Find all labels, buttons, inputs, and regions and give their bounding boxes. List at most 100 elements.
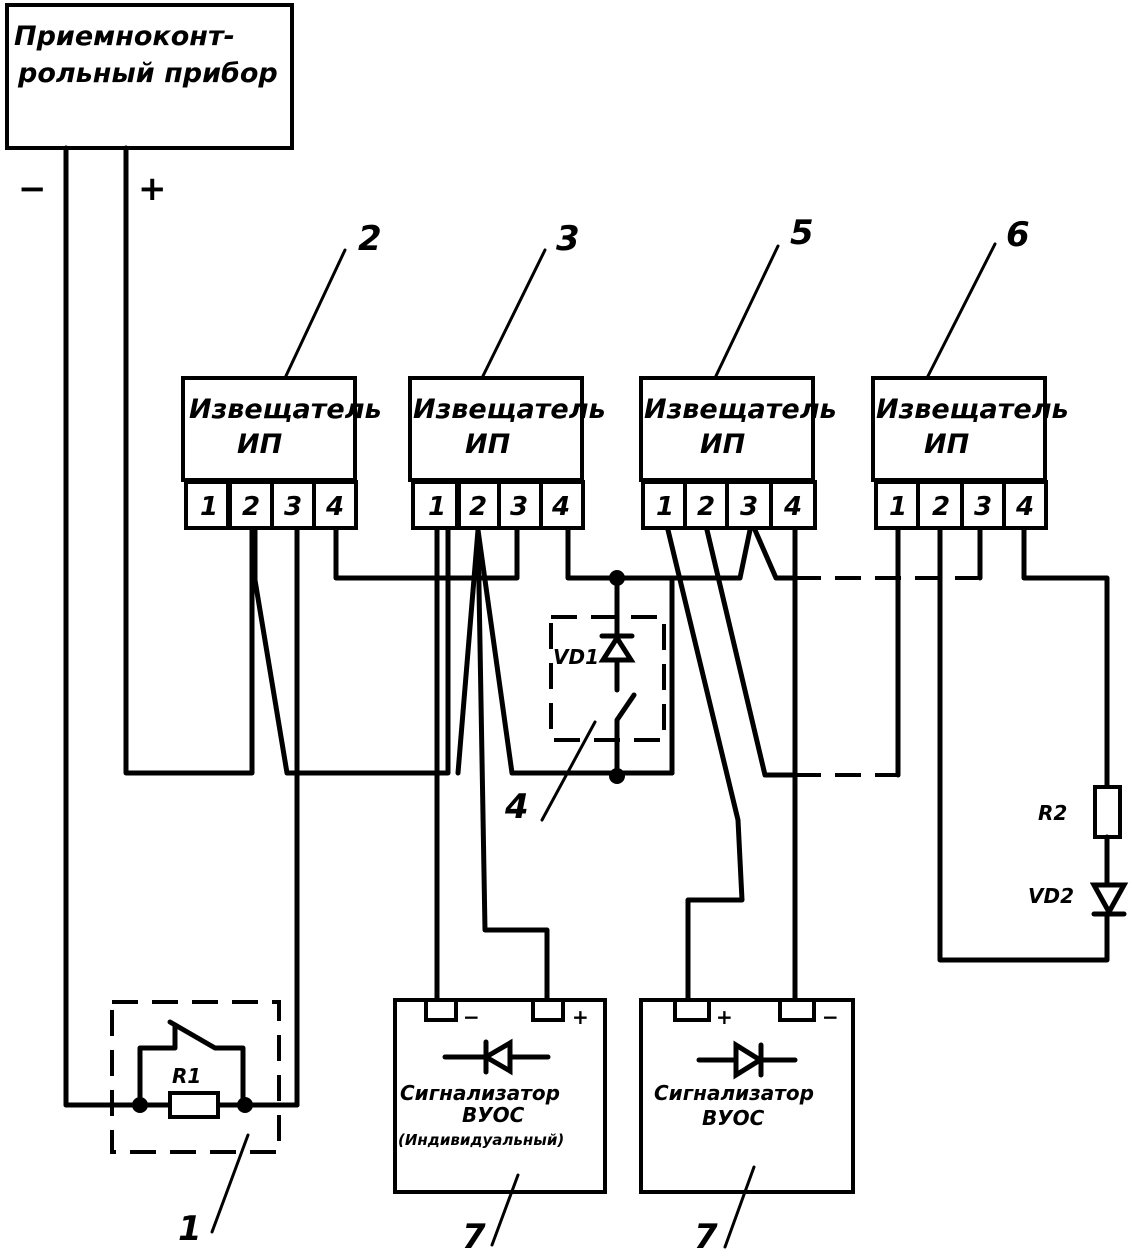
pin-3 — [497, 480, 543, 530]
signaler-label: Сигнализатор — [400, 1081, 560, 1105]
wire-det3-pin2-left — [455, 527, 481, 776]
plus-terminal-label: + — [138, 169, 167, 209]
pin-4-label: 4 — [551, 492, 570, 522]
end-of-line-block-1: R1 1 — [63, 1000, 300, 1249]
vd1-label: VD1 — [553, 645, 599, 669]
end-of-line-ref: 1 — [178, 1209, 202, 1249]
pin-4 — [312, 480, 358, 530]
terminal-left-polarity: + — [716, 1005, 733, 1029]
detector-ref-3: 3 — [556, 219, 580, 259]
wire-det6-pin4 — [1021, 527, 1110, 790]
vd2-label: VD2 — [1028, 884, 1074, 908]
wire-minus — [63, 145, 143, 1108]
minus-terminal-label: − — [18, 169, 47, 209]
detector-label: Извещатель — [644, 394, 837, 425]
pin-3-label: 3 — [510, 492, 528, 522]
wire-det3-pin4 — [565, 527, 670, 581]
r1-resistor-icon — [168, 1091, 220, 1119]
detector-label: Извещатель — [413, 394, 606, 425]
signaler-7-individual: − + Сигнализатор ВУОС (Индивидуальный) 7 — [393, 998, 607, 1257]
signaler-terminal-left — [424, 998, 458, 1022]
wire-det2-pin2 — [252, 527, 451, 776]
signaler-ref: 7 — [462, 1217, 486, 1257]
control-panel-label-line2: рольный прибор — [17, 58, 278, 89]
vd1-diode-icon — [598, 633, 636, 663]
leader-line-6 — [925, 242, 997, 380]
pin-4 — [539, 480, 585, 530]
detector-2: 2 Извещатель ИП 1 2 3 4 — [181, 219, 382, 530]
signaler-sublabel: ВУОС — [462, 1103, 525, 1127]
pin-4 — [769, 480, 817, 530]
diode-module-boundary — [549, 615, 666, 742]
control-panel: Приемноконт- рольный прибор − + — [5, 3, 294, 209]
pin-3-label: 3 — [284, 492, 302, 522]
detector-sublabel: ИП — [237, 429, 283, 460]
signaler-sublabel: ВУОС — [702, 1106, 765, 1130]
detector-ref-5: 5 — [790, 213, 814, 253]
detector-sublabel: ИП — [700, 429, 746, 460]
leader-line-7 — [723, 1165, 756, 1249]
switch-contact-icon — [167, 1019, 246, 1108]
leader-line-2 — [283, 248, 347, 380]
pin-2 — [916, 480, 964, 530]
signaler-terminal-right — [778, 998, 816, 1022]
leader-line-3 — [480, 248, 547, 380]
detector-6: 6 Извещатель ИП 1 2 3 4 — [871, 215, 1069, 530]
vd2-diode-icon — [1089, 882, 1129, 918]
signaler-type-label: (Индивидуальный) — [398, 1131, 564, 1149]
pin-1-label: 1 — [200, 492, 218, 522]
wire-det2-pin4 — [333, 527, 520, 581]
detector-label: Извещатель — [876, 394, 1069, 425]
detector-sublabel: ИП — [465, 429, 511, 460]
terminator: R2 VD2 — [1028, 785, 1129, 918]
pin-1-label: 1 — [656, 492, 674, 522]
wire-det6-pin2 — [937, 527, 1110, 963]
terminal-right-polarity: − — [822, 1005, 839, 1029]
signaler-terminal-right — [531, 998, 565, 1022]
pin-2-label: 2 — [242, 492, 260, 522]
signaler-box — [393, 998, 607, 1194]
detector-label: Извещатель — [189, 394, 382, 425]
detector-ref-2: 2 — [358, 219, 382, 259]
leader-line-1 — [210, 1133, 250, 1234]
pin-3-label: 3 — [974, 492, 992, 522]
detector-box — [639, 376, 815, 482]
wire-det3-pin2-down — [475, 527, 550, 1003]
wire-plus — [123, 145, 255, 776]
led-diode-icon — [733, 1040, 765, 1080]
junction-dot — [237, 1097, 253, 1113]
wires — [63, 145, 1110, 1108]
wire-det5-pin1 — [665, 527, 745, 1003]
pin-1-label: 1 — [889, 492, 907, 522]
diode-module-4: VD1 4 — [504, 570, 675, 827]
end-of-line-boundary — [110, 1000, 281, 1154]
control-panel-label-line1: Приемноконт- — [14, 21, 235, 52]
detector-box — [871, 376, 1047, 482]
signaler-box — [639, 998, 855, 1194]
pin-4-label: 4 — [1015, 492, 1034, 522]
detector-sublabel: ИП — [924, 429, 970, 460]
pin-1 — [411, 480, 459, 530]
leader-line-4 — [540, 720, 597, 822]
pin-3 — [270, 480, 316, 530]
switch-contact-icon — [614, 692, 637, 779]
led-diode-icon — [481, 1038, 513, 1076]
pin-3-label: 3 — [740, 492, 758, 522]
leader-line-7 — [490, 1173, 520, 1247]
r1-label: R1 — [172, 1064, 201, 1088]
r2-resistor-icon — [1093, 785, 1122, 839]
pin-2-label: 2 — [469, 492, 487, 522]
terminal-left-polarity: − — [463, 1005, 480, 1029]
signaler-terminal-left — [673, 998, 711, 1022]
pin-2-label: 2 — [697, 492, 715, 522]
pin-1 — [184, 480, 230, 530]
detector-box — [181, 376, 357, 482]
r2-label: R2 — [1038, 801, 1067, 825]
junction-dot — [132, 1097, 148, 1113]
diode-module-ref: 4 — [504, 787, 529, 827]
detector-5: 5 Извещатель ИП 1 2 3 4 — [639, 213, 837, 530]
pin-4-label: 4 — [783, 492, 802, 522]
pin-2-label: 2 — [932, 492, 950, 522]
control-panel-box — [5, 3, 294, 150]
